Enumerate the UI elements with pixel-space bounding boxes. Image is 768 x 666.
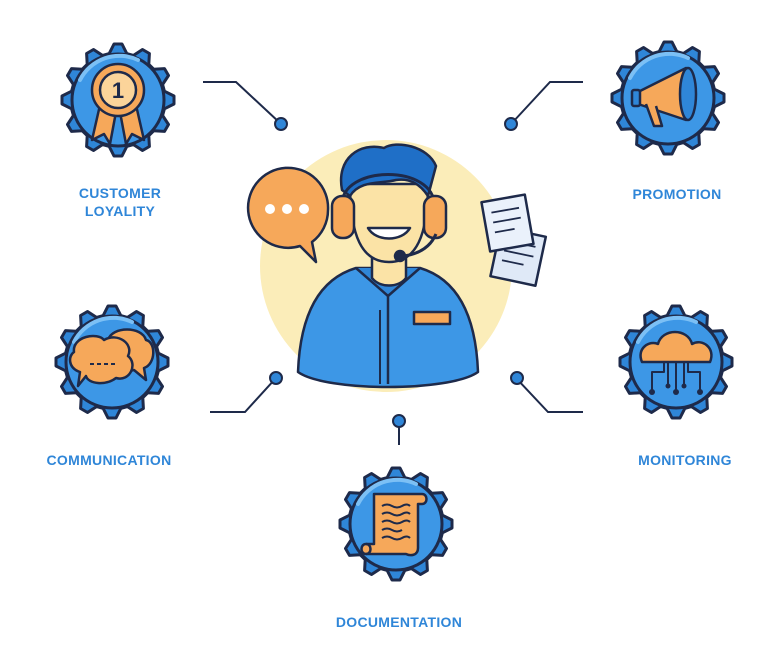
label-customer-loyalty: CUSTOMER LOYALITY [60, 184, 180, 220]
label-customer-loyalty-line1: CUSTOMER [78, 185, 162, 201]
label-customer-loyalty-line2: LOYALITY [84, 203, 156, 219]
megaphone-icon [630, 66, 698, 128]
chat-bubbles-icon [68, 328, 155, 388]
documents-icon [480, 193, 548, 287]
label-communication: COMMUNICATION [46, 452, 172, 468]
label-monitoring: MONITORING [638, 452, 732, 468]
label-documentation: DOCUMENTATION [335, 614, 463, 630]
scroll-icon [360, 492, 428, 557]
svg-text:1: 1 [112, 78, 124, 103]
connector-dots [269, 117, 524, 428]
cloud-network-icon [639, 330, 713, 395]
label-promotion: PROMOTION [632, 186, 722, 202]
medal-icon: 1 [90, 62, 146, 146]
speech-bubble-dots-icon [246, 166, 330, 264]
support-agent-figure [296, 143, 480, 389]
connector-lines [203, 81, 583, 445]
